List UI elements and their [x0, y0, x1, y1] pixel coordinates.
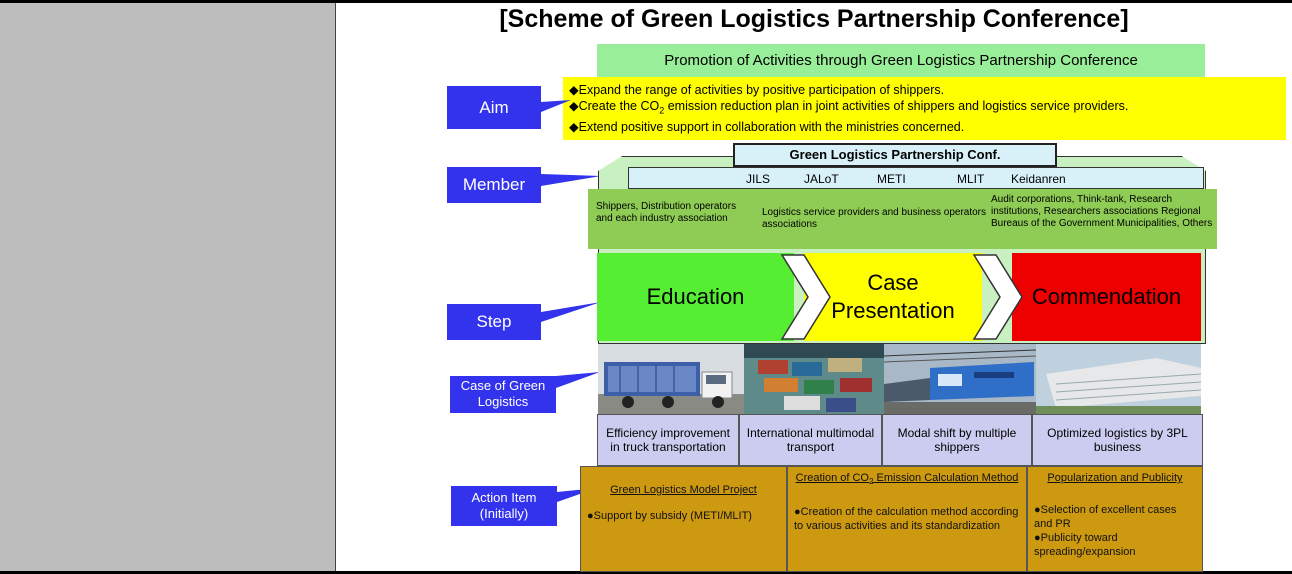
page-title: [Scheme of Green Logistics Partnership C… — [499, 5, 1129, 33]
chevron-right-icon — [780, 254, 831, 340]
case-pointer — [556, 372, 600, 388]
member-label: Member — [447, 167, 541, 203]
step-commendation: Commendation — [1012, 253, 1201, 341]
aim-label: Aim — [447, 86, 541, 129]
member-logistics-providers: Logistics service providers and business… — [762, 207, 986, 230]
electric-locomotive-photo — [884, 344, 1036, 414]
action-co2-method-head: Creation of CO2 Emission Calculation Met… — [795, 472, 1019, 487]
step-label: Step — [447, 304, 541, 340]
member-others: Audit corporations, Think-tank, Research… — [991, 194, 1213, 229]
member-shippers: Shippers, Distribution operators and eac… — [596, 201, 737, 224]
org-meti: METI — [877, 172, 906, 186]
bottom-rule — [0, 571, 1292, 574]
chevron-right-icon — [972, 254, 1023, 340]
truck-photo — [598, 344, 744, 414]
org-keidanren: Keidanren — [1011, 172, 1066, 186]
case-label: Case of Green Logistics — [450, 376, 556, 413]
truck-icon — [598, 344, 744, 414]
aim-item-1: ◆Expand the range of activities by posit… — [569, 83, 945, 97]
case-modal-shift: Modal shift by multiple shippers — [882, 414, 1032, 466]
left-gray-panel — [0, 3, 336, 574]
case-truck-efficiency: Efficiency improvement in truck transpor… — [597, 414, 739, 466]
conference-title: Green Logistics Partnership Conf. — [733, 143, 1057, 167]
action-publicity-body-2: ●Publicity toward spreading/expansion — [1034, 532, 1136, 558]
containers-icon — [744, 344, 884, 414]
case-multimodal: International multimodal transport — [739, 414, 882, 466]
action-co2-method: Creation of CO2 Emission Calculation Met… — [787, 466, 1027, 572]
aim-item-3: ◆Extend positive support in collaboratio… — [569, 119, 965, 134]
organization-row: JILS JALoT METI MLIT Keidanren — [628, 167, 1204, 189]
train-icon — [884, 344, 1036, 414]
action-publicity-head: Popularization and Publicity — [1047, 472, 1183, 484]
org-jils: JILS — [746, 172, 771, 186]
aim-item-2: ◆Create the CO2 emission reduction plan … — [569, 99, 1129, 116]
top-rule — [0, 0, 1292, 3]
action-model-project: Green Logistics Model Project ●Support b… — [580, 466, 787, 572]
org-jalot: JALoT — [804, 172, 839, 186]
action-co2-method-body: ●Creation of the calculation method acco… — [794, 506, 1019, 533]
action-model-project-head: Green Logistics Model Project — [610, 484, 757, 496]
action-publicity: Popularization and Publicity ●Selection … — [1027, 466, 1203, 572]
member-pointer — [541, 174, 601, 186]
container-port-photo — [744, 344, 884, 414]
warehouse-icon — [1036, 344, 1201, 414]
step-case-presentation: Case Presentation — [804, 253, 982, 341]
logistics-center-photo — [1036, 344, 1201, 414]
action-publicity-body-1: ●Selection of excellent cases and PR — [1034, 504, 1177, 530]
member-groups: Shippers, Distribution operators and eac… — [588, 189, 1217, 249]
action-label: Action Item (Initially) — [451, 486, 557, 526]
case-3pl: Optimized logistics by 3PL business — [1032, 414, 1203, 466]
step-education: Education — [597, 253, 794, 341]
org-mlit: MLIT — [957, 172, 985, 186]
aim-box: ◆Expand the range of activities by posit… — [563, 77, 1286, 140]
action-model-project-body: ●Support by subsidy (METI/MLIT) — [587, 510, 752, 522]
step-pointer — [541, 302, 601, 322]
promotion-banner: Promotion of Activities through Green Lo… — [597, 44, 1205, 77]
aim-pointer — [541, 100, 571, 112]
